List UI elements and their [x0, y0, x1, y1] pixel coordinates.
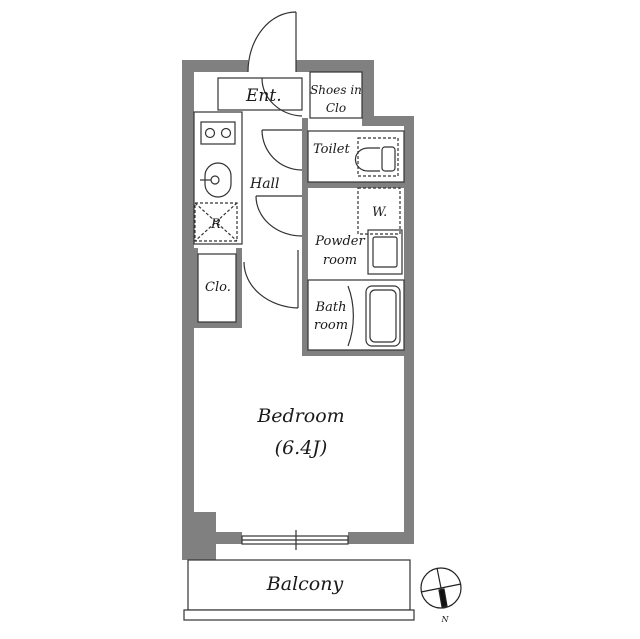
label-shoes-closet-2: Clo [326, 101, 346, 115]
compass-label: N [441, 615, 450, 624]
label-powder-1: Powder [314, 234, 365, 249]
label-bath-1: Bath [315, 300, 347, 315]
walls [182, 60, 414, 560]
label-entrance: Ent. [245, 86, 282, 106]
room-outlines [193, 71, 405, 351]
balcony-area [183, 559, 415, 621]
label-hall: Hall [249, 176, 280, 192]
label-balcony: Balcony [266, 573, 344, 595]
label-shoes-closet-1: Shoes in [310, 83, 362, 97]
label-refrigerator: R [210, 217, 221, 232]
label-bedroom-size: (6.4J) [275, 437, 328, 459]
compass-icon [420, 567, 462, 609]
label-closet: Clo. [205, 280, 231, 295]
doors [241, 11, 354, 550]
label-bedroom: Bedroom [256, 405, 344, 427]
label-toilet: Toilet [313, 142, 350, 157]
label-washer: W. [372, 205, 387, 220]
label-bath-2: room [314, 318, 348, 333]
label-powder-2: room [323, 253, 357, 268]
